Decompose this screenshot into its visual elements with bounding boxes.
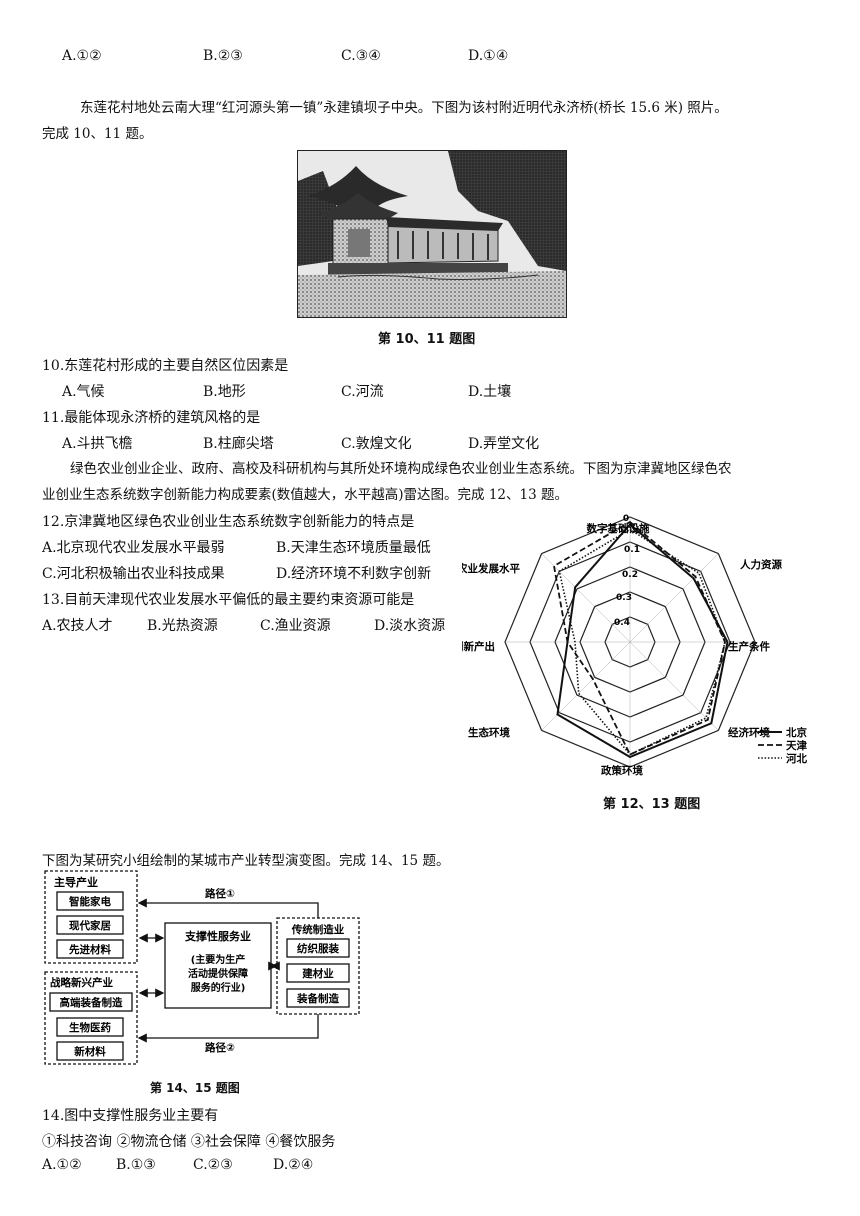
- traditional-industry-title: 传统制造业: [291, 923, 345, 936]
- option-b: B.②③: [203, 48, 243, 64]
- radar-tick-label-0: 0: [623, 514, 629, 524]
- leading-item-2: 现代家居: [69, 919, 111, 932]
- question-12-option-d: D.经济环境不利数字创新: [276, 566, 432, 582]
- radar-axis-line-7: [541, 553, 631, 643]
- leading-industry-title: 主导产业: [54, 875, 98, 889]
- photo-caption: 第 10、11 题图: [378, 332, 476, 347]
- emerging-item-3: 新材料: [74, 1045, 106, 1058]
- question-11-option-c: C.敦煌文化: [341, 436, 412, 452]
- question-10-option-b: B.地形: [203, 384, 246, 400]
- radar-tick-label-4: 0.4: [614, 618, 630, 628]
- support-service-desc-3: 服务的行业): [191, 981, 246, 994]
- question-10-option-d: D.土壤: [468, 384, 512, 400]
- question-10-stem: 10.东莲花村形成的主要自然区位因素是: [42, 358, 289, 374]
- question-12-option-c: C.河北积极输出农业科技成果: [42, 566, 225, 582]
- question-12-option-b: B.天津生态环境质量最低: [276, 540, 431, 556]
- path-1-arrow: [137, 898, 319, 918]
- option-c: C.③④: [341, 48, 381, 64]
- path-1-label: 路径①: [205, 887, 235, 900]
- question-14-option-b: B.①③: [116, 1157, 156, 1173]
- option-d: D.①④: [468, 48, 509, 64]
- radar-axis-label-7: 现代农业发展水平: [462, 562, 520, 575]
- emerging-item-2: 生物医药: [69, 1021, 111, 1034]
- question-14-option-c: C.②③: [193, 1157, 233, 1173]
- intro-paragraph-2: 绿色农业创业企业、政府、高校及科研机构与其所处环境构成绿色农业创业生态系统。下图…: [70, 461, 732, 477]
- question-14-items: ①科技咨询 ②物流仓储 ③社会保障 ④餐饮服务: [42, 1134, 336, 1150]
- bridge-photo: [297, 150, 567, 318]
- question-11-option-a: A.斗拱飞檐: [62, 436, 133, 452]
- radar-axis-label-6: 创新产出: [462, 640, 495, 653]
- leading-item-box-2: [56, 915, 124, 935]
- option-a: A.①②: [62, 48, 102, 64]
- leading-item-1: 智能家电: [68, 895, 111, 908]
- radar-axis-line-5: [541, 641, 631, 731]
- radar-legend-label-3: 河北: [786, 752, 807, 765]
- emerging-item-box-3: [56, 1041, 124, 1061]
- path-2-label: 路径②: [205, 1041, 235, 1054]
- intro-paragraph-2-cont: 业创业生态系统数字创新能力构成要素(数值越大，水平越高)雷达图。完成 12、13…: [42, 487, 568, 503]
- radar-tick-label-1: 0.1: [624, 545, 640, 555]
- traditional-item-box-1: [286, 938, 350, 958]
- radar-axis-label-5: 生态环境: [468, 726, 510, 739]
- support-service-title: 支撑性服务业: [184, 929, 251, 943]
- traditional-item-1: 纺织服装: [297, 942, 339, 955]
- industry-flow-diagram: 主导产业 智能家电 现代家居 先进材料 战略新兴产业 高端装备制造 生物医药 新…: [44, 870, 360, 1065]
- path-2-arrow: [137, 1014, 319, 1043]
- question-14-option-a: A.①②: [42, 1157, 82, 1173]
- radar-axis-label-4: 政策环境: [601, 764, 643, 777]
- emerging-item-1: 高端装备制造: [60, 996, 123, 1009]
- traditional-item-box-2: [286, 963, 350, 983]
- question-14-option-d: D.②④: [273, 1157, 314, 1173]
- question-13-option-c: C.渔业资源: [260, 618, 331, 634]
- question-13-stem: 13.目前天津现代农业发展水平偏低的最主要约束资源可能是: [42, 592, 415, 608]
- emerging-item-box-1: [49, 992, 133, 1012]
- intro-paragraph-1: 东莲花村地处云南大理“红河源头第一镇”永建镇坝子中央。下图为该村附近明代永济桥(…: [80, 100, 728, 116]
- emerging-industry-title: 战略新兴产业: [50, 976, 113, 989]
- question-13-option-b: B.光热资源: [147, 618, 218, 634]
- radar-axis-label-0: 数字基础设施: [586, 522, 650, 535]
- traditional-item-2: 建材业: [301, 967, 334, 980]
- radar-series-3: [558, 528, 726, 756]
- radar-series-2: [553, 520, 726, 756]
- radar-tick-label-3: 0.3: [616, 593, 632, 603]
- question-11-option-b: B.柱廊尖塔: [203, 436, 274, 452]
- radar-legend-label-1: 北京: [786, 726, 807, 739]
- leading-item-box-1: [56, 891, 124, 911]
- leading-item-box-3: [56, 939, 124, 959]
- question-12-option-a: A.北京现代农业发展水平最弱: [42, 540, 225, 556]
- leading-item-3: 先进材料: [69, 943, 111, 956]
- radar-caption: 第 12、13 题图: [603, 797, 701, 812]
- emerging-item-box-2: [56, 1017, 124, 1037]
- radar-axis-line-3: [629, 641, 719, 731]
- radar-axis-label-3: 经济环境: [728, 726, 770, 739]
- radar-axis-line-1: [629, 553, 719, 643]
- question-11-option-d: D.弄堂文化: [468, 436, 540, 452]
- question-14-stem: 14.图中支撑性服务业主要有: [42, 1108, 219, 1124]
- radar-axis-label-1: 人力资源: [740, 558, 782, 571]
- radar-axis-label-2: 生产条件: [728, 640, 770, 653]
- intro-paragraph-1-cont: 完成 10、11 题。: [42, 126, 153, 142]
- question-11-stem: 11.最能体现永济桥的建筑风格的是: [42, 410, 261, 426]
- question-10-option-c: C.河流: [341, 384, 384, 400]
- radar-legend-label-2: 天津: [786, 739, 807, 752]
- support-service-desc-2: 活动提供保障: [188, 967, 248, 980]
- question-13-option-d: D.淡水资源: [374, 618, 446, 634]
- question-13-option-a: A.农技人才: [42, 618, 113, 634]
- radar-tick-label-2: 0.2: [622, 570, 638, 580]
- question-12-stem: 12.京津冀地区绿色农业创业生态系统数字创新能力的特点是: [42, 514, 415, 530]
- emerging-industry-group: [44, 971, 138, 1065]
- leading-industry-group: [44, 870, 138, 964]
- intro-paragraph-3: 下图为某研究小组绘制的某城市产业转型演变图。完成 14、15 题。: [42, 853, 450, 869]
- traditional-item-3: 装备制造: [296, 992, 339, 1005]
- flow-caption: 第 14、15 题图: [150, 1081, 240, 1095]
- question-10-option-a: A.气候: [62, 384, 105, 400]
- traditional-item-box-3: [286, 988, 350, 1008]
- support-service-desc-1: (主要为生产: [191, 953, 246, 966]
